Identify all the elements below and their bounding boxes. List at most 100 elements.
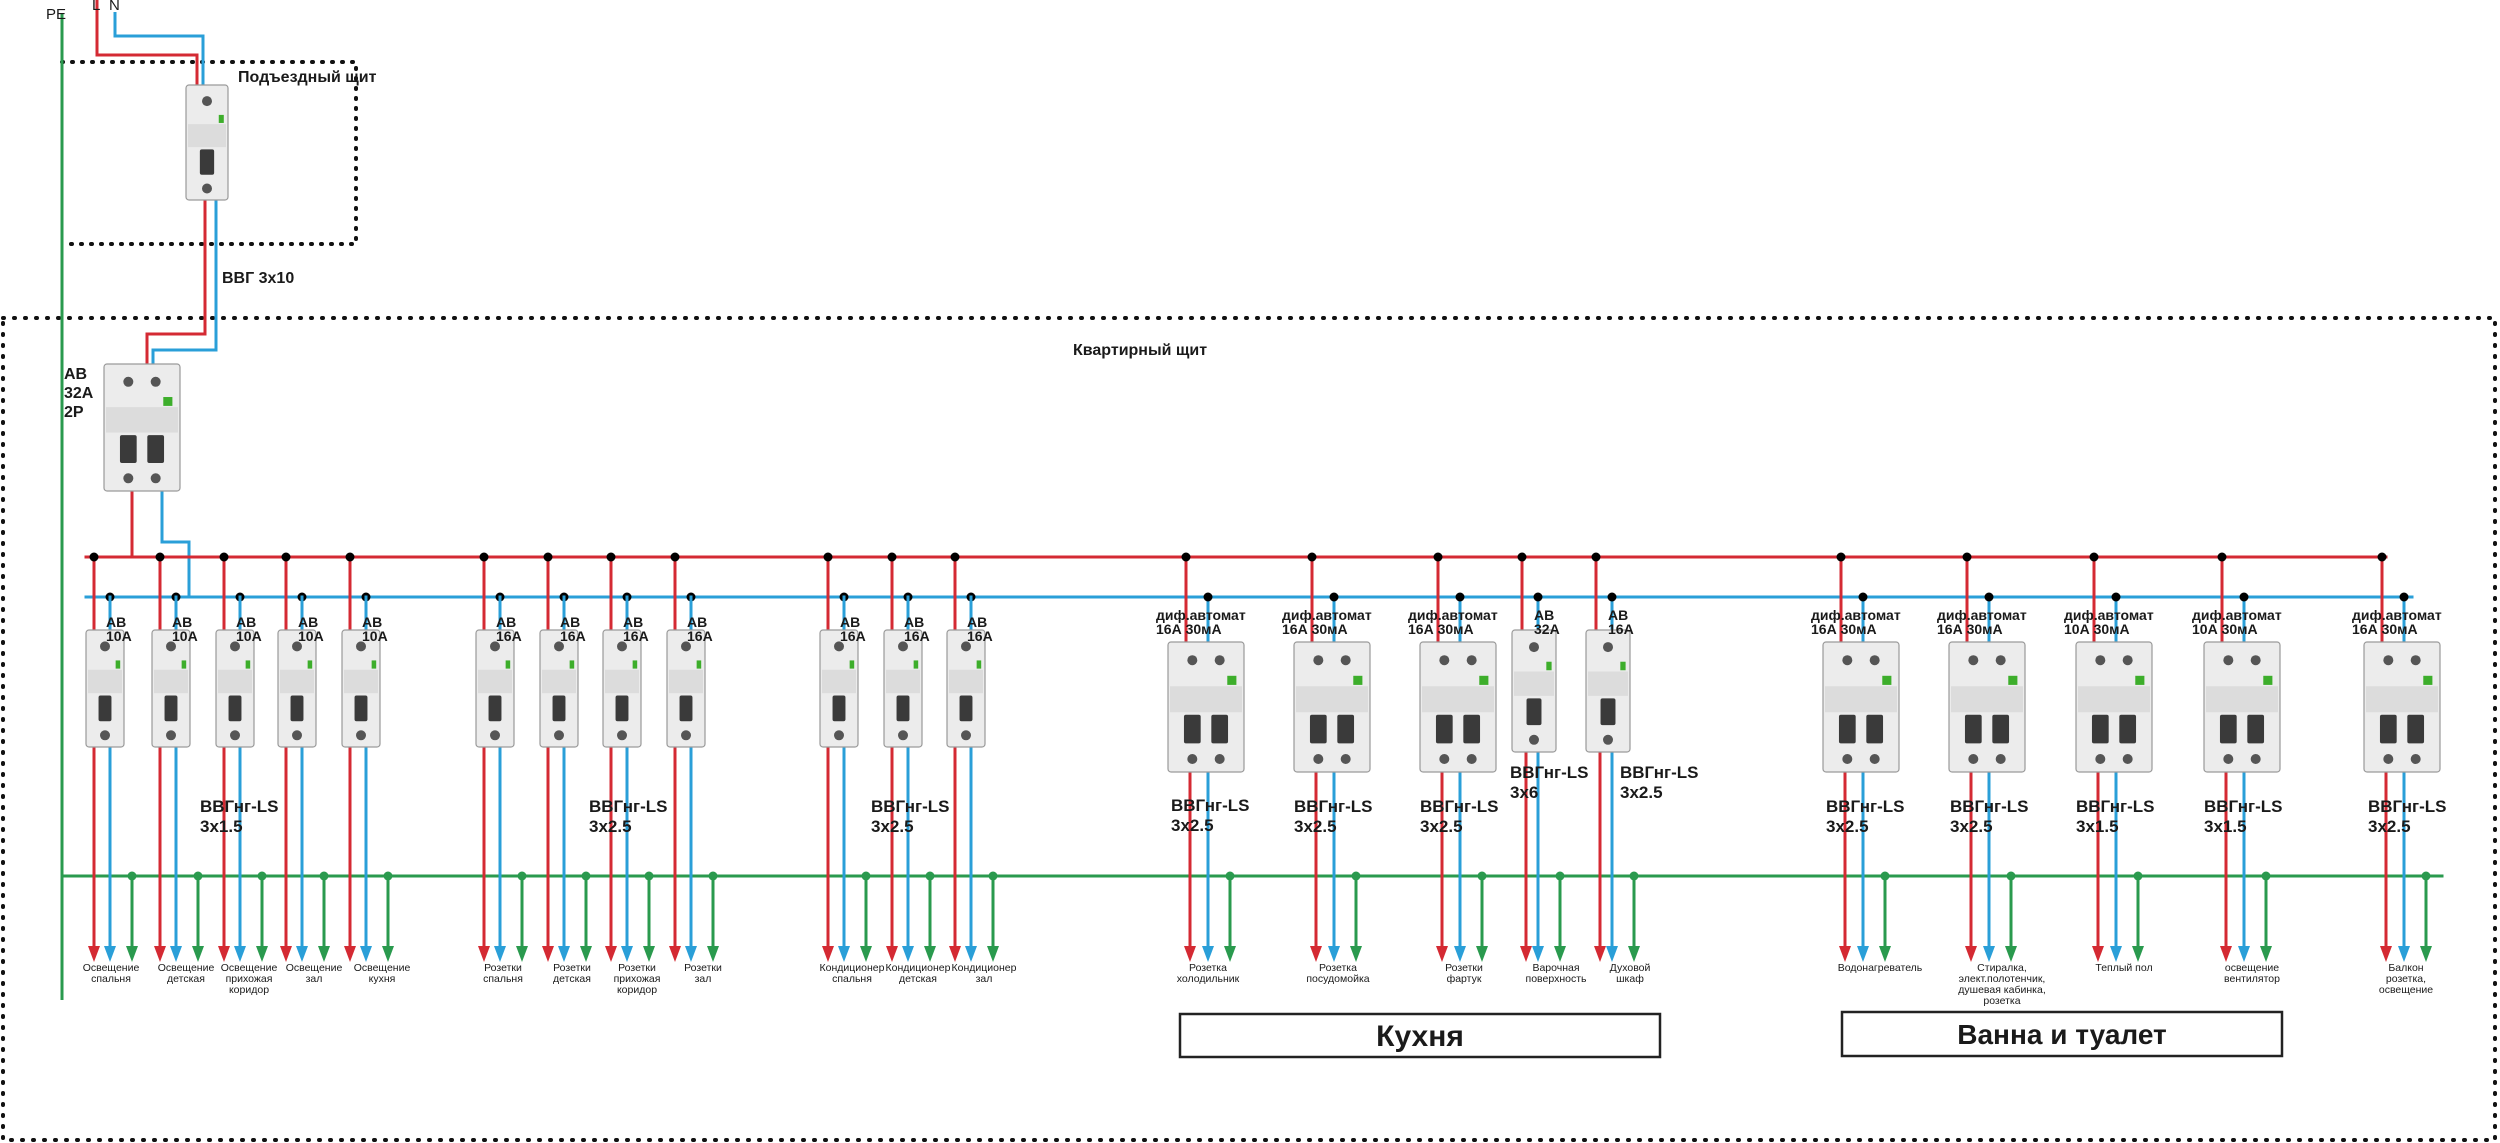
breaker-8-logo xyxy=(696,660,702,669)
breaker-14-toggle-0 xyxy=(1435,714,1453,744)
panel-frames xyxy=(1,60,2497,1142)
branch-6-neutral-out-arrowhead xyxy=(558,946,570,962)
branch-15-neutral-out-arrowhead xyxy=(1532,946,1544,962)
branch-19-neutral-out-arrowhead xyxy=(2110,946,2122,962)
breaker-5 xyxy=(475,629,515,748)
breaker-19-bottom-screw-0 xyxy=(2095,754,2106,764)
junction-dot xyxy=(2377,552,2387,562)
branch-11-pe-out-arrowhead xyxy=(987,946,999,962)
branch-11-neutral-out-arrowhead xyxy=(965,946,977,962)
breaker-20-toggle-1 xyxy=(2247,714,2265,744)
breaker-16-toggle-0 xyxy=(1600,698,1616,726)
breaker-15-toggle-0 xyxy=(1526,698,1542,726)
branch-14-phase-out-arrowhead xyxy=(1436,946,1448,962)
junction-dot xyxy=(155,552,165,562)
breaker-15-bottom-screw-0 xyxy=(1529,734,1539,745)
breaker-1-logo xyxy=(181,660,187,669)
breaker-12-toggle-0 xyxy=(1183,714,1201,744)
breaker-18-toggle-0 xyxy=(1964,714,1982,744)
breaker-21-logo xyxy=(2423,675,2433,685)
breaker-7 xyxy=(602,629,642,748)
breaker-17-cover xyxy=(1825,686,1897,713)
entrance-panel-frame xyxy=(60,60,358,246)
breaker-11-toggle-0 xyxy=(959,695,973,722)
labels: PE L N Подъездный щит ВВГ 3х10 Квартирны… xyxy=(46,0,2447,1007)
junction-dot xyxy=(2399,592,2409,602)
breaker-15 xyxy=(1511,629,1557,753)
breaker-8-cover xyxy=(669,669,703,694)
branch-17-pe-out-arrowhead xyxy=(1879,946,1891,962)
breaker-10-bottom-screw-0 xyxy=(898,730,908,741)
circuit-label-19: Теплый пол xyxy=(2095,962,2152,974)
zones: Кухня Ванна и туалет xyxy=(1178,1010,2284,1059)
branch-20-neutral-out-arrowhead xyxy=(2238,946,2250,962)
breaker-13 xyxy=(1293,641,1371,773)
breaker-19-cover xyxy=(2078,686,2150,713)
main-breaker-logo xyxy=(163,397,173,406)
breaker-13-toggle-1 xyxy=(1337,714,1355,744)
entrance-breaker-logo xyxy=(218,114,224,123)
breaker-1-cover xyxy=(154,669,188,694)
breaker-3-toggle-0 xyxy=(290,695,304,722)
entrance-breaker-top-screw-0 xyxy=(202,96,212,107)
breaker-18-top-screw-0 xyxy=(1968,655,1979,666)
breaker-9 xyxy=(819,629,859,748)
breaker-14-cover xyxy=(1422,686,1494,713)
junction-dot xyxy=(2239,592,2249,602)
branch-21-phase-out-arrowhead xyxy=(2380,946,2392,962)
pe-wire-label: PE xyxy=(46,6,66,23)
zone-box-kitchen xyxy=(1178,1012,1662,1059)
breaker-6-bottom-screw-0 xyxy=(554,730,564,741)
breaker-14-bottom-screw-1 xyxy=(1466,754,1477,764)
junction-dot xyxy=(543,552,553,562)
branch-16-neutral-out-arrowhead xyxy=(1606,946,1618,962)
breaker-20-bottom-screw-1 xyxy=(2250,754,2261,764)
junction-dot xyxy=(2111,592,2121,602)
entrance-breaker xyxy=(185,84,229,201)
main-breaker-toggle-0 xyxy=(119,435,137,464)
breaker-20-top-screw-1 xyxy=(2250,655,2261,666)
breaker-14-logo xyxy=(1479,675,1489,685)
breaker-21-toggle-0 xyxy=(2379,714,2397,744)
junction-dot xyxy=(1607,592,1617,602)
zone-label-bathroom: Ванна и туалет xyxy=(1957,1019,2166,1050)
breaker-3 xyxy=(277,629,317,748)
main-breaker-label: АВ 32А 2Р xyxy=(64,366,98,421)
branch-0-pe-out-arrowhead xyxy=(126,946,138,962)
entrance-breaker-bottom-screw-0 xyxy=(202,183,212,194)
branch-3-pe-out-arrowhead xyxy=(318,946,330,962)
branch-12-phase-out-arrowhead xyxy=(1184,946,1196,962)
branch-1-phase-out-arrowhead xyxy=(154,946,166,962)
breaker-18-bottom-screw-1 xyxy=(1995,754,2006,764)
breaker-4-toggle-0 xyxy=(354,695,368,722)
breaker-16-bottom-screw-0 xyxy=(1603,734,1613,745)
breaker-4-bottom-screw-0 xyxy=(356,730,366,741)
neutral-main-drop xyxy=(160,490,191,597)
breaker-8-toggle-0 xyxy=(679,695,693,722)
branch-10-neutral-out-arrowhead xyxy=(902,946,914,962)
breaker-12-bottom-screw-1 xyxy=(1214,754,1225,764)
breaker-17-logo xyxy=(1882,675,1892,685)
entrance-breaker-cover xyxy=(188,124,226,148)
breaker-4-logo xyxy=(371,660,377,669)
breaker-10 xyxy=(883,629,923,748)
breaker-19-bottom-screw-1 xyxy=(2122,754,2133,764)
junction-dot xyxy=(670,552,680,562)
breaker-20-logo xyxy=(2263,675,2273,685)
breaker-21-toggle-1 xyxy=(2407,714,2425,744)
breaker-17-bottom-screw-1 xyxy=(1869,754,1880,764)
